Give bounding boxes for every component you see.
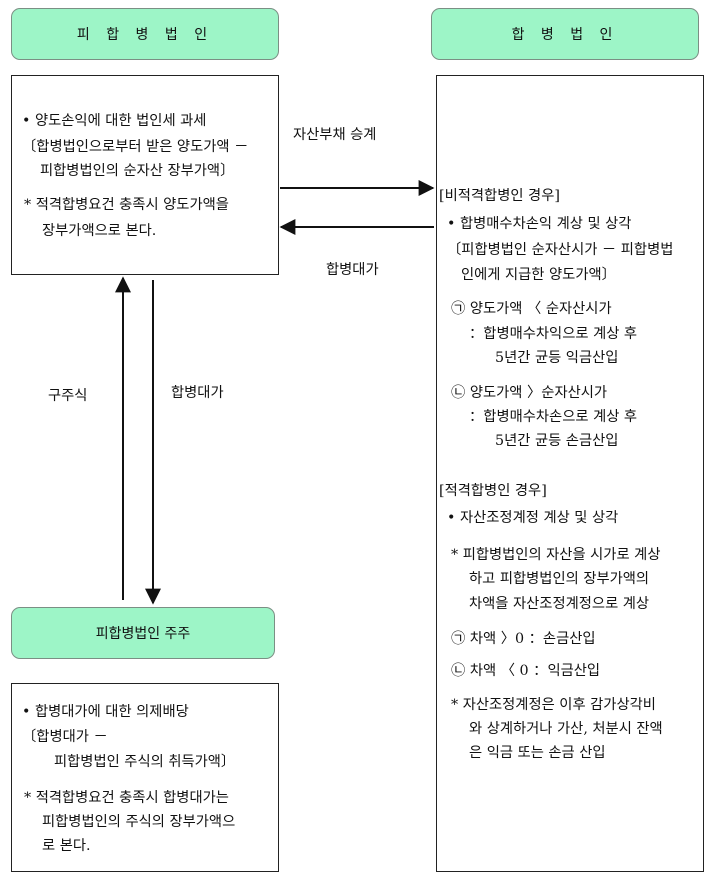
merging-case-a-3: 5년간 균등 익금산입	[495, 350, 619, 366]
merging-line-d2: 와 상계하거나 가산, 처분시 잔액	[469, 721, 663, 737]
merging-case-b-2: ：합병매수차손으로 계상 후	[469, 409, 638, 425]
shareholder-line-6: 로 본다.	[42, 838, 91, 854]
shareholder-line-4: * 적격합병요건 충족시 합병대가는	[24, 790, 229, 806]
merging-line-m1: • 자산조정계정 계상 및 상각	[447, 510, 619, 526]
merging-line-m4: 차액을 자산조정계정으로 계상	[469, 596, 650, 612]
merging-line-d3: 은 익금 또는 손금 산입	[469, 745, 606, 761]
non-qualified-heading: [비적격합병인 경우]	[439, 188, 560, 204]
merging-case-b-1: ㉡ 양도가액 〉순자산시가	[451, 385, 608, 401]
asset-transfer-label: 자산부채 승계	[293, 127, 377, 143]
merging-line-3: 인에게 지급한 양도가액〕	[461, 267, 616, 283]
target-line-5: 장부가액으로 본다.	[42, 223, 157, 239]
shareholder-line-1: • 합병대가에 대한 의제배당	[22, 704, 189, 720]
merging-line-m2: * 피합병법인의 자산을 시가로 계상	[451, 547, 661, 563]
shareholder-tax-box: • 합병대가에 대한 의제배당 〔합병대가 － 피합병법인 주식의 취득가액〕 …	[11, 683, 279, 872]
consideration-label-down: 합병대가	[171, 385, 224, 401]
merging-case-a-2: ：합병매수차익으로 계상 후	[469, 326, 638, 342]
merging-case-b-3: 5년간 균등 손금산입	[495, 433, 619, 449]
merging-case-c-2: ㉡ 차액 〈 0 ：익금산입	[451, 663, 601, 679]
target-shareholders-node: 피합병법인 주주	[11, 607, 275, 659]
target-corp-tax-box: • 양도손익에 대한 법인세 과세 〔합병법인으로부터 받은 양도가액 － 피합…	[11, 75, 279, 275]
shareholder-line-2: 〔합병대가 －	[22, 729, 108, 745]
qualified-heading: [적격합병인 경우]	[439, 483, 547, 499]
old-shares-label: 구주식	[48, 388, 88, 404]
target-line-3: 피합병법인의 순자산 장부가액〕	[40, 163, 235, 179]
target-line-4: * 적격합병요건 충족시 양도가액을	[24, 197, 229, 213]
target-line-2: 〔합병법인으로부터 받은 양도가액 －	[22, 139, 249, 155]
target-corp-node: 피 합 병 법 인	[11, 8, 279, 60]
merging-corp-node: 합 병 법 인	[431, 8, 699, 60]
shareholder-line-5: 피합병법인의 주식의 장부가액으	[42, 814, 236, 830]
consideration-label-right: 합병대가	[326, 262, 379, 278]
merging-corp-tax-box: [비적격합병인 경우] • 합병매수차손익 계상 및 상각 〔피합병법인 순자산…	[436, 75, 704, 872]
shareholder-line-3: 피합병법인 주식의 취득가액〕	[54, 754, 236, 770]
merging-line-1: • 합병매수차손익 계상 및 상각	[447, 216, 632, 232]
merging-line-m3: 하고 피합병법인의 장부가액의	[469, 571, 650, 587]
target-line-1: • 양도손익에 대한 법인세 과세	[22, 113, 207, 129]
merging-line-2: 〔피합병법인 순자산시가 － 피합병법	[447, 242, 674, 258]
merging-line-d1: * 자산조정계정은 이후 감가상각비	[451, 697, 656, 713]
merging-case-c-1: ㉠ 차액 〉0 ：손금산입	[451, 631, 596, 647]
merging-case-a-1: ㉠ 양도가액 〈 순자산시가	[451, 301, 612, 317]
